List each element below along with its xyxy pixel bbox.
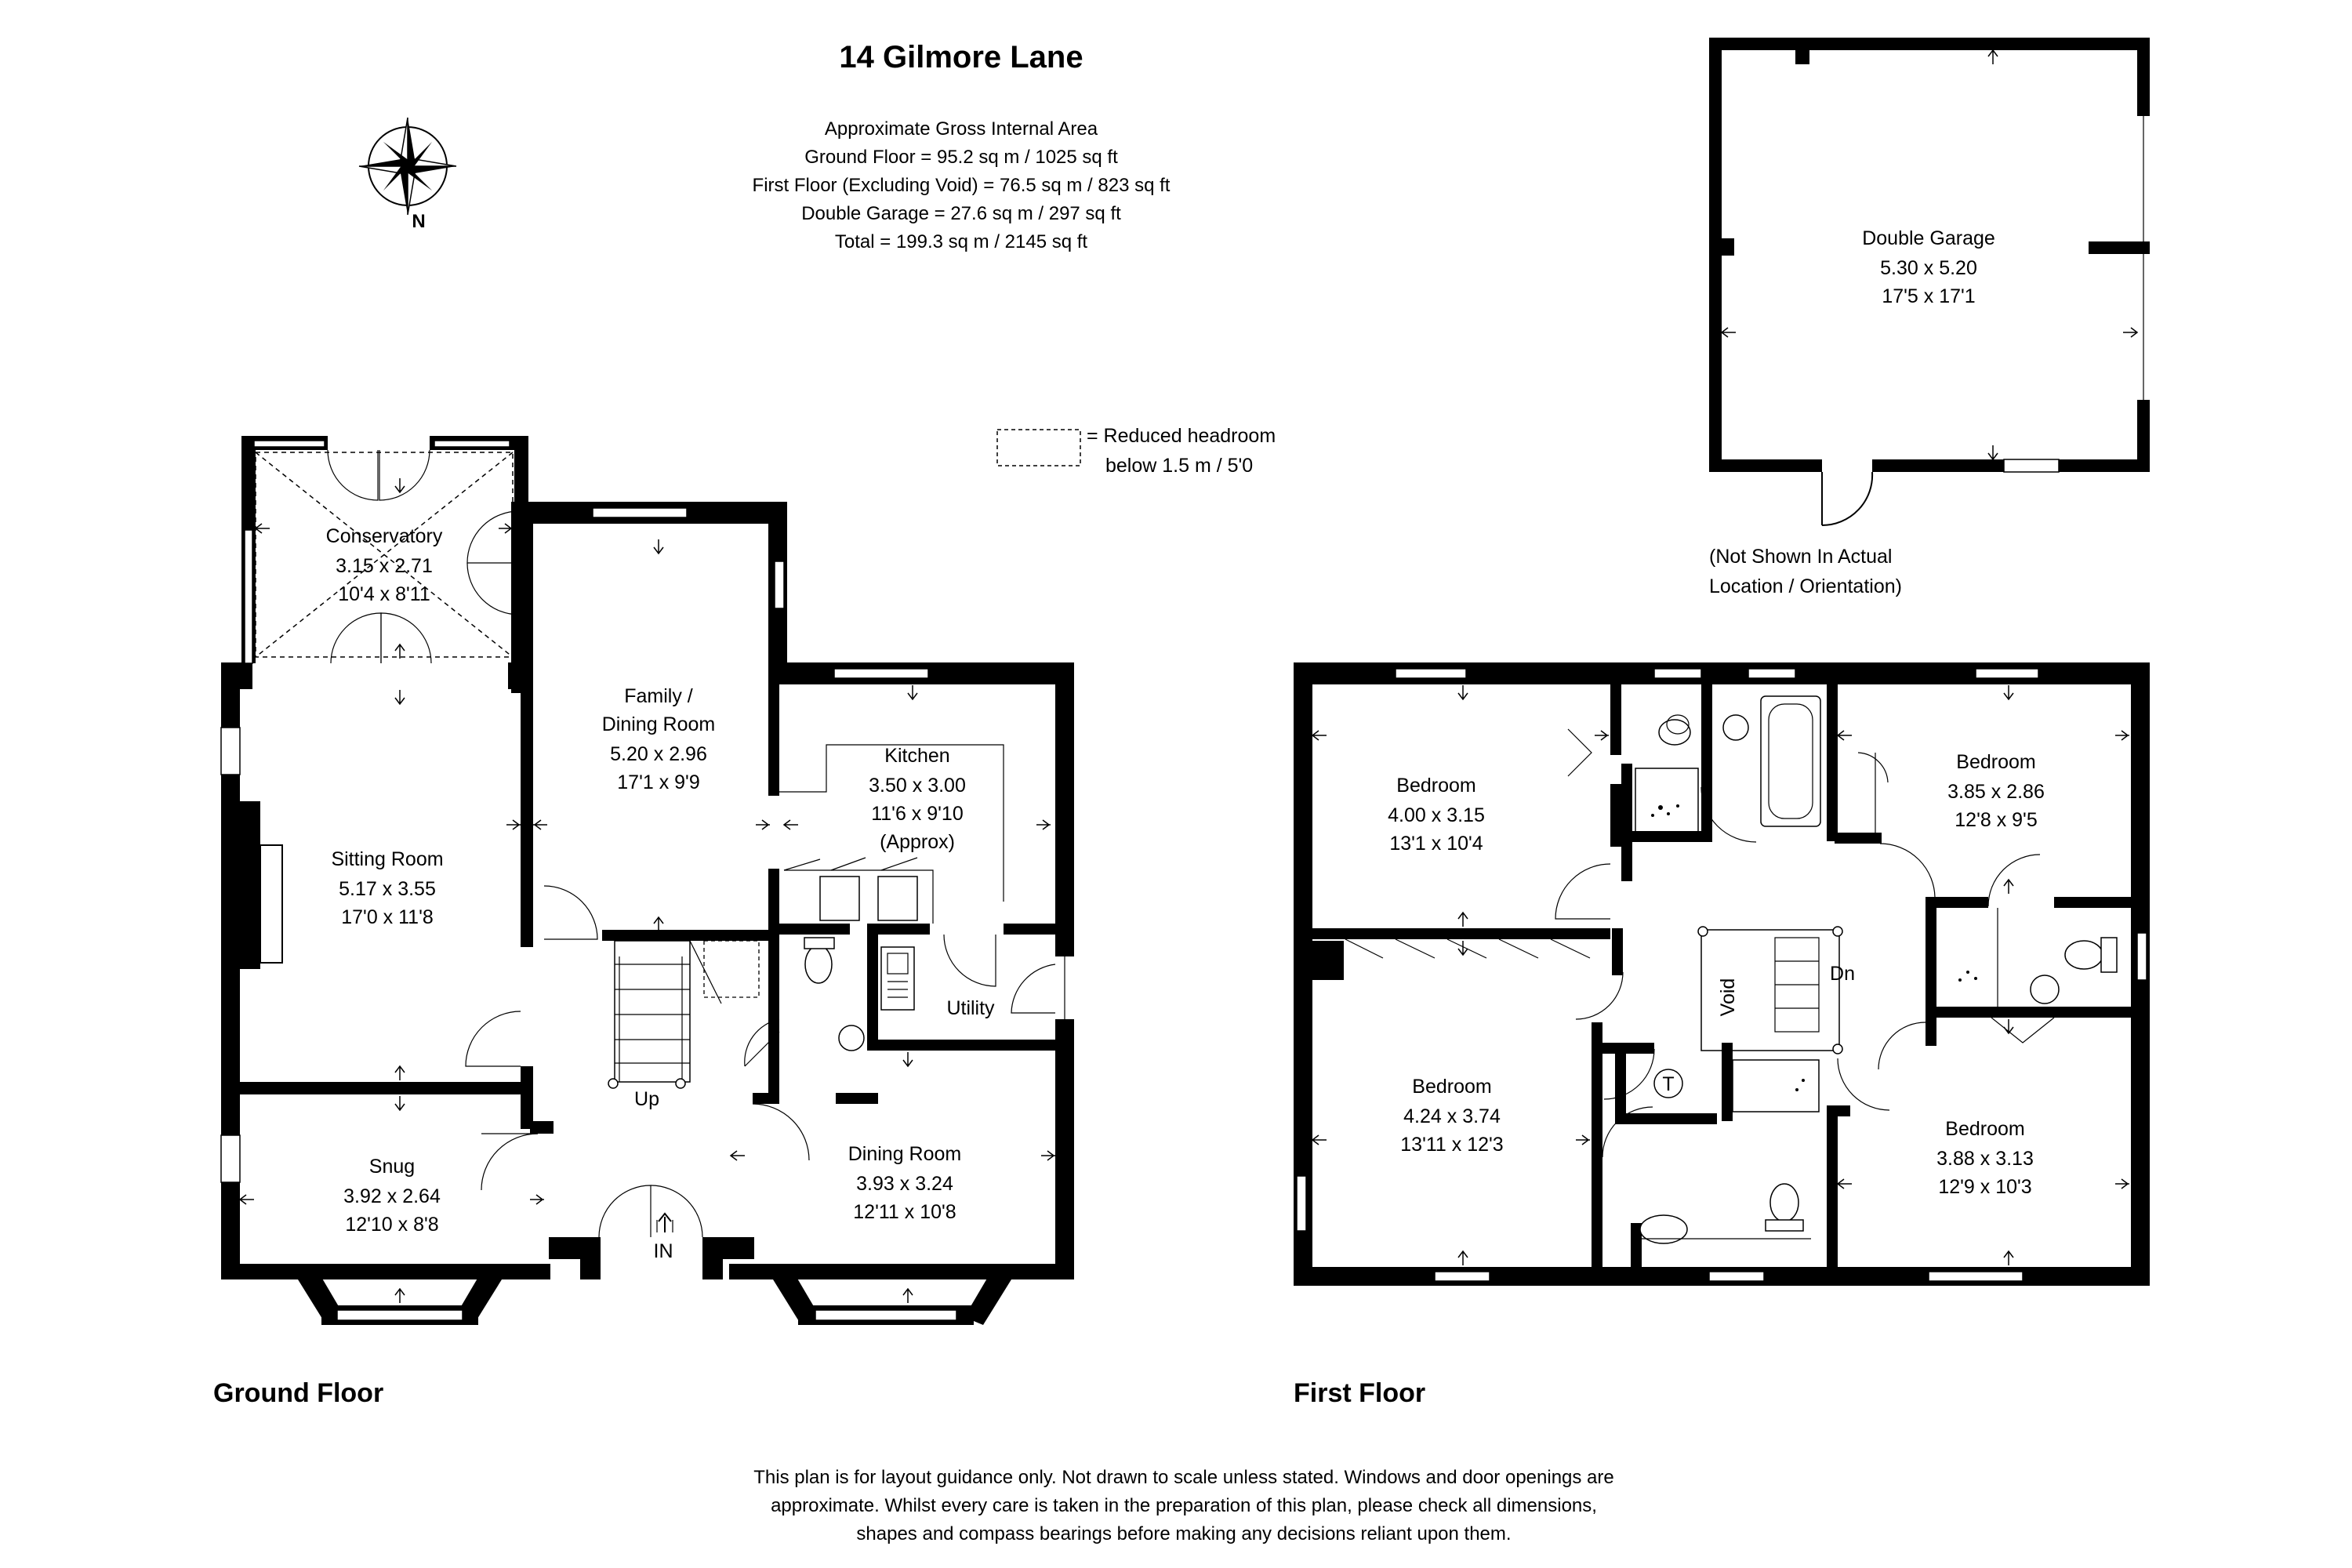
- garage-note-1: (Not Shown In Actual: [1709, 546, 1892, 568]
- garage-metric: 5.30 x 5.20: [1880, 257, 1977, 279]
- kitchen-name: Kitchen: [884, 745, 949, 767]
- stairs-down-label: Dn: [1830, 963, 1855, 985]
- bedroom-1-imperial: 13'1 x 10'4: [1389, 833, 1483, 855]
- area-ground: Ground Floor = 95.2 sq m / 1025 sq ft: [804, 147, 1118, 168]
- conservatory-name: Conservatory: [326, 525, 443, 547]
- double-garage-plan: [1709, 38, 2150, 527]
- bedroom-4-metric: 3.88 x 3.13: [1936, 1148, 2034, 1170]
- bedroom-3-name: Bedroom: [1412, 1076, 1491, 1098]
- first-floor-plan: [1294, 662, 2150, 1286]
- dining-room-metric: 3.93 x 3.24: [856, 1173, 953, 1195]
- dining-room-name: Dining Room: [848, 1143, 962, 1165]
- area-heading: Approximate Gross Internal Area: [825, 118, 1098, 140]
- snug-name: Snug: [369, 1156, 415, 1178]
- area-garage: Double Garage = 27.6 sq m / 297 sq ft: [801, 203, 1121, 224]
- ground-floor-plan: [220, 436, 1074, 1325]
- bedroom-4-name: Bedroom: [1945, 1118, 2024, 1140]
- bedroom-2-name: Bedroom: [1956, 751, 2035, 773]
- ground-floor-label: Ground Floor: [213, 1378, 383, 1408]
- disclaimer-line-1: This plan is for layout guidance only. N…: [753, 1467, 1614, 1488]
- garage-imperial: 17'5 x 17'1: [1882, 285, 1975, 307]
- family-metric: 5.20 x 2.96: [610, 743, 707, 765]
- bedroom-3-imperial: 13'11 x 12'3: [1400, 1134, 1503, 1156]
- snug-metric: 3.92 x 2.64: [343, 1185, 441, 1207]
- bedroom-1-name: Bedroom: [1396, 775, 1475, 797]
- garage-name: Double Garage: [1862, 227, 1995, 249]
- void-label: Void: [1717, 978, 1739, 1017]
- sitting-room-name: Sitting Room: [331, 848, 443, 870]
- first-floor-label: First Floor: [1294, 1378, 1425, 1408]
- entrance-label: IN: [654, 1240, 673, 1262]
- disclaimer-line-3: shapes and compass bearings before makin…: [856, 1523, 1511, 1544]
- bedroom-4-imperial: 12'9 x 10'3: [1938, 1176, 2031, 1198]
- conservatory-metric: 3.15 x 2.71: [336, 555, 433, 577]
- disclaimer: This plan is for layout guidance only. N…: [753, 1467, 1614, 1544]
- kitchen-imperial: 11'6 x 9'10: [871, 803, 964, 825]
- kitchen-note: (Approx): [880, 831, 955, 853]
- page-title: 14 Gilmore Lane: [839, 40, 1083, 74]
- first-floor-labels: Bedroom 4.00 x 3.15 13'1 x 10'4 Bedroom …: [1388, 751, 2045, 1198]
- legend-line2: below 1.5 m / 5'0: [1105, 455, 1253, 477]
- bedroom-2-metric: 3.85 x 2.86: [1947, 781, 2045, 803]
- disclaimer-line-2: approximate. Whilst every care is taken …: [771, 1495, 1597, 1516]
- bedroom-1-metric: 4.00 x 3.15: [1388, 804, 1485, 826]
- utility-name: Utility: [946, 997, 995, 1019]
- legend-line1: = Reduced headroom: [1087, 425, 1276, 447]
- garage-note-2: Location / Orientation): [1709, 575, 1902, 597]
- area-first: First Floor (Excluding Void) = 76.5 sq m…: [753, 175, 1171, 196]
- compass-icon: [358, 117, 457, 216]
- bedroom-2-imperial: 12'8 x 9'5: [1955, 809, 2037, 831]
- area-summary: Approximate Gross Internal Area Ground F…: [753, 118, 1171, 252]
- family-name-2: Dining Room: [602, 713, 716, 735]
- sitting-room-imperial: 17'0 x 11'8: [341, 906, 434, 928]
- family-imperial: 17'1 x 9'9: [617, 771, 699, 793]
- reduced-headroom-swatch: [996, 429, 1081, 466]
- conservatory-imperial: 10'4 x 8'11: [338, 583, 430, 605]
- tank-label: T: [1662, 1073, 1674, 1095]
- ground-floor-labels: Conservatory 3.15 x 2.71 10'4 x 8'11 Fam…: [326, 525, 995, 1262]
- stairs-up-label: Up: [634, 1088, 659, 1110]
- kitchen-metric: 3.50 x 3.00: [869, 775, 966, 797]
- compass-north-label: N: [412, 211, 425, 232]
- area-total: Total = 199.3 sq m / 2145 sq ft: [835, 231, 1088, 252]
- bedroom-3-metric: 4.24 x 3.74: [1403, 1105, 1501, 1127]
- dining-room-imperial: 12'11 x 10'8: [853, 1201, 956, 1223]
- snug-imperial: 12'10 x 8'8: [345, 1214, 438, 1236]
- sitting-room-metric: 5.17 x 3.55: [339, 878, 436, 900]
- family-name-1: Family /: [624, 685, 693, 707]
